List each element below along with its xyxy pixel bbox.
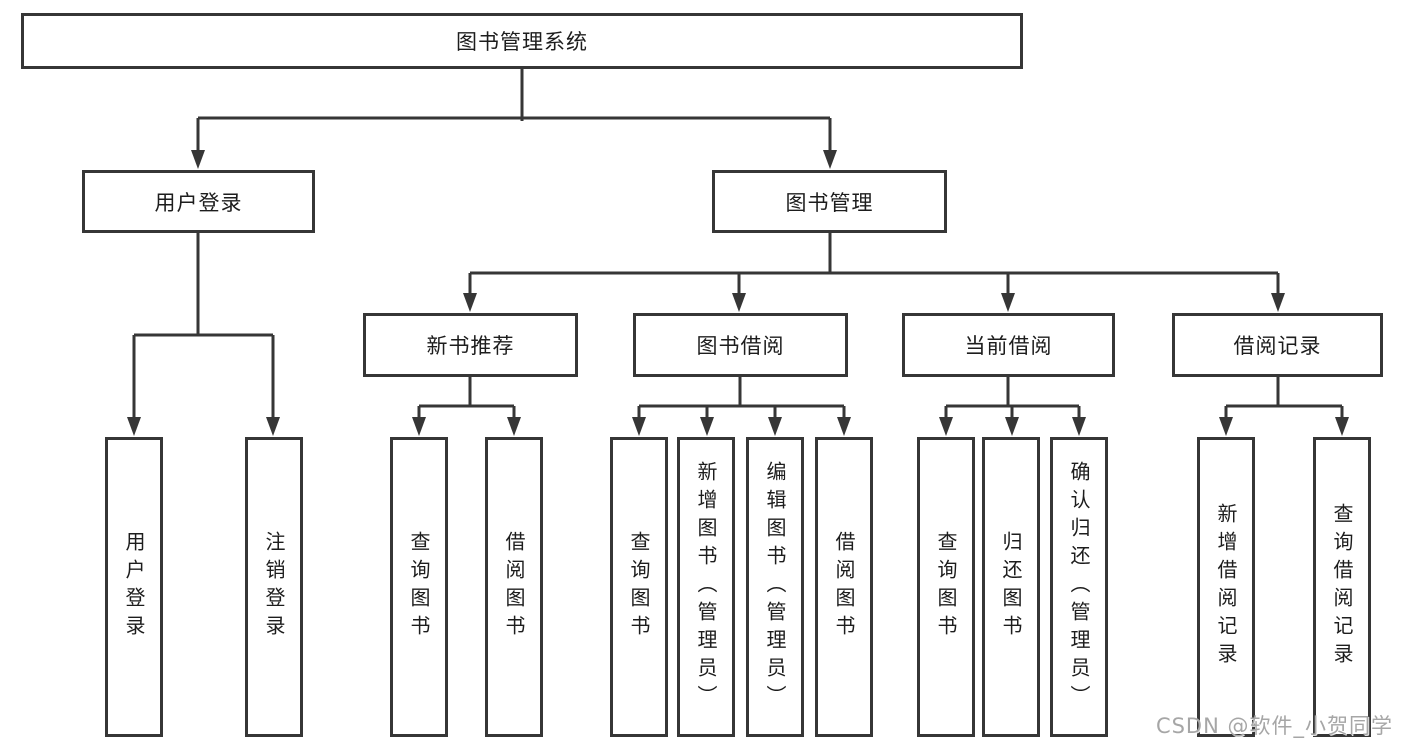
node-label: 图书借阅 — [696, 334, 785, 358]
leaf-label: 查询图书 — [934, 531, 958, 643]
leaf-label: 借阅图书 — [832, 531, 856, 643]
arrowhead — [1005, 417, 1019, 436]
leaf-label: 查询图书 — [627, 531, 651, 643]
arrowhead — [837, 417, 851, 436]
leaf-query-books-current: 查询图书 — [917, 437, 975, 737]
arrowhead — [768, 417, 782, 436]
node-user-login: 用户登录 — [82, 170, 315, 233]
node-current-borrowing: 当前借阅 — [902, 313, 1115, 377]
arrowhead — [412, 417, 426, 436]
arrowhead — [1335, 417, 1349, 436]
csdn-watermark: CSDN @软件_小贺同学 — [1155, 714, 1393, 738]
node-library-management-system: 图书管理系统 — [21, 13, 1023, 69]
arrowhead — [632, 417, 646, 436]
leaf-edit-book-admin: 编辑图书（管理员） — [746, 437, 804, 737]
leaf-label: 归还图书 — [999, 531, 1023, 643]
leaf-user-login: 用户登录 — [105, 437, 163, 737]
node-book-management: 图书管理 — [712, 170, 947, 233]
arrowhead — [463, 293, 477, 312]
leaf-label: 借阅图书 — [502, 531, 526, 643]
leaf-label: 编辑图书（管理员） — [763, 461, 787, 713]
leaf-borrow-book-recommend: 借阅图书 — [485, 437, 543, 737]
node-new-book-recommend: 新书推荐 — [363, 313, 578, 377]
arrowhead — [266, 417, 280, 436]
leaf-label: 查询图书 — [407, 531, 431, 643]
leaf-query-books-borrowing: 查询图书 — [610, 437, 668, 737]
leaf-confirm-return-admin: 确认归还（管理员） — [1050, 437, 1108, 737]
arrowhead — [127, 417, 141, 436]
arrowhead — [1271, 293, 1285, 312]
node-label: 借阅记录 — [1233, 334, 1322, 358]
node-label: 图书管理系统 — [456, 30, 588, 54]
leaf-label: 查询借阅记录 — [1330, 503, 1354, 671]
leaf-return-book: 归还图书 — [982, 437, 1040, 737]
leaf-logout: 注销登录 — [245, 437, 303, 737]
arrowhead — [507, 417, 521, 436]
node-label: 用户登录 — [154, 190, 243, 215]
node-label: 当前借阅 — [964, 334, 1053, 358]
leaf-add-borrow-record: 新增借阅记录 — [1197, 437, 1255, 737]
leaf-label: 确认归还（管理员） — [1067, 461, 1091, 713]
arrowhead — [732, 293, 746, 312]
leaf-query-books-recommend: 查询图书 — [390, 437, 448, 737]
leaf-label: 新增借阅记录 — [1214, 503, 1238, 671]
leaf-label: 用户登录 — [122, 531, 146, 643]
arrowhead — [1219, 417, 1233, 436]
arrowheads — [127, 150, 1349, 436]
arrowhead — [939, 417, 953, 436]
arrowhead — [700, 417, 714, 436]
node-borrow-records: 借阅记录 — [1172, 313, 1383, 377]
arrowhead — [823, 150, 837, 169]
connector-lines — [132, 69, 1344, 421]
node-book-borrowing: 图书借阅 — [633, 313, 848, 377]
arrowhead — [1072, 417, 1086, 436]
leaf-query-borrow-record: 查询借阅记录 — [1313, 437, 1371, 737]
node-label: 新书推荐 — [426, 334, 515, 358]
leaf-label: 注销登录 — [262, 531, 286, 643]
leaf-label: 新增图书（管理员） — [694, 461, 718, 713]
leaf-borrow-book: 借阅图书 — [815, 437, 873, 737]
node-label: 图书管理 — [785, 190, 874, 215]
leaf-add-book-admin: 新增图书（管理员） — [677, 437, 735, 737]
arrowhead — [1001, 293, 1015, 312]
arrowhead — [191, 150, 205, 169]
